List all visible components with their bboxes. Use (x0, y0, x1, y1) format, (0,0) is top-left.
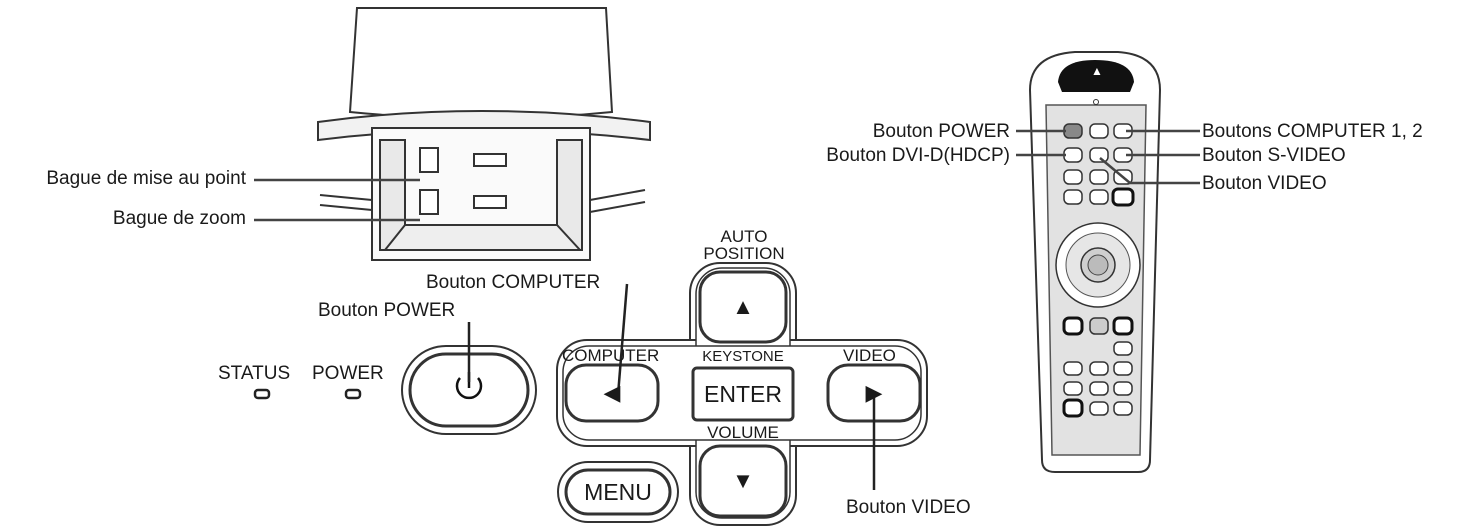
remote-dvi-callout: Bouton DVI-D(HDCP) (826, 145, 1010, 166)
remote-video-callout: Bouton VIDEO (1202, 173, 1327, 194)
lens-assembly (317, 7, 651, 261)
left-key-shape (564, 363, 660, 423)
enter-key-shape (691, 366, 795, 422)
remote-svideo-callout: Bouton S-VIDEO (1202, 145, 1346, 166)
video-button-callout: Bouton VIDEO (846, 497, 971, 518)
left-arrow-button[interactable]: ◀ (603, 380, 621, 405)
computer-key-label: COMPUTER (562, 346, 660, 365)
zoom-ring-tab (419, 189, 439, 215)
computer-button-callout: Bouton COMPUTER (426, 272, 601, 293)
lens-barrel (348, 7, 614, 120)
menu-button[interactable]: MENU (584, 479, 652, 505)
right-arrow-button[interactable]: ▶ (865, 380, 883, 405)
power-led (344, 388, 362, 400)
menu-key-shape (564, 468, 672, 516)
up-key-shape (698, 270, 788, 344)
focus-ring-label: Bague de mise au point (46, 168, 246, 189)
power-button-callout: Bouton POWER (318, 300, 456, 321)
remote-power-callout: Bouton POWER (872, 121, 1010, 142)
up-arrow-button[interactable]: ▲ (732, 294, 754, 319)
auto-position-label-line1: AUTO (720, 227, 768, 246)
remote-video-leader (1099, 157, 1200, 185)
dpad-art (556, 262, 928, 526)
enter-button[interactable]: ENTER (704, 381, 782, 407)
focus-ring-tab (419, 147, 439, 173)
power-symbol-icon (455, 377, 483, 400)
power-button[interactable] (410, 354, 528, 426)
video-key-label: VIDEO (843, 346, 896, 365)
remote-art (1028, 51, 1162, 473)
remote-computer-callout: Boutons COMPUTER 1, 2 (1202, 121, 1423, 142)
status-led-label: STATUS (218, 363, 291, 384)
status-led (253, 388, 271, 400)
auto-position-label-line2: POSITION (703, 244, 785, 263)
computer-button-leader (616, 283, 629, 396)
remote-top-symbol: ▲ (1091, 64, 1103, 78)
keystone-label: KEYSTONE (702, 348, 784, 365)
down-arrow-button[interactable]: ▼ (732, 468, 754, 493)
zoom-ring-label: Bague de zoom (112, 208, 246, 229)
down-key-shape (698, 444, 788, 518)
volume-label: VOLUME (707, 423, 779, 442)
power-led-label: POWER (312, 363, 384, 384)
remote-power-key (1063, 123, 1083, 139)
